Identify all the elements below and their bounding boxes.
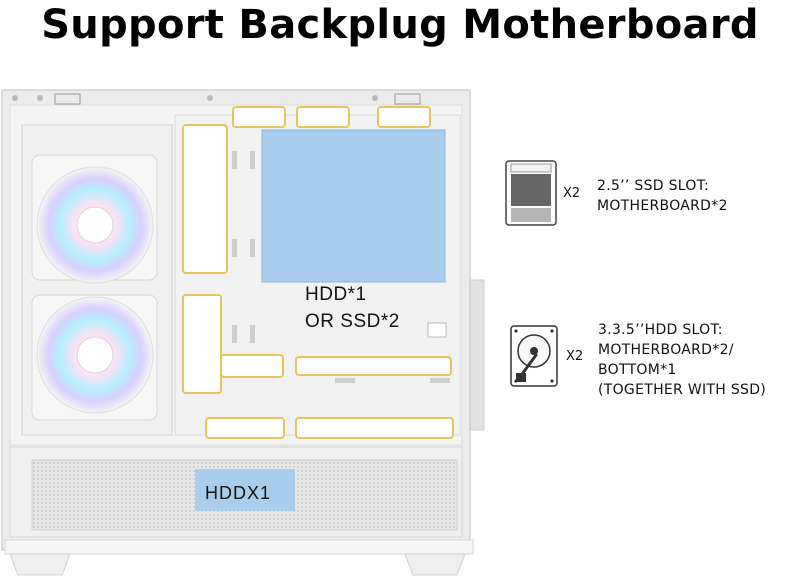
- bottom-hdd-label: HDDX1: [205, 483, 272, 503]
- case-illustration: [1, 89, 485, 576]
- hdd-ssd-area: [261, 129, 446, 283]
- fan-bottom: [31, 294, 158, 421]
- hdd-ssd-area-label: HDD*1 OR SSD*2: [305, 284, 400, 332]
- hdd-multiplier: X2: [566, 349, 584, 364]
- pc-case-back-view: HDD*1 OR SSD*2: [0, 85, 490, 578]
- ssd-multiplier: X2: [563, 186, 581, 201]
- bottom-hdd-area: [195, 469, 295, 511]
- ssd-icon: [505, 160, 557, 226]
- hdd-icon: [510, 325, 558, 387]
- fan-top: [31, 154, 158, 284]
- hdd-spec-text: 3.3.5’’HDD SLOT: MOTHERBOARD*2/ BOTTOM*1…: [598, 322, 767, 398]
- page-title: Support Backplug Motherboard: [41, 2, 759, 48]
- ssd-spec-text: 2.5’’ SSD SLOT: MOTHERBOARD*2: [597, 178, 728, 214]
